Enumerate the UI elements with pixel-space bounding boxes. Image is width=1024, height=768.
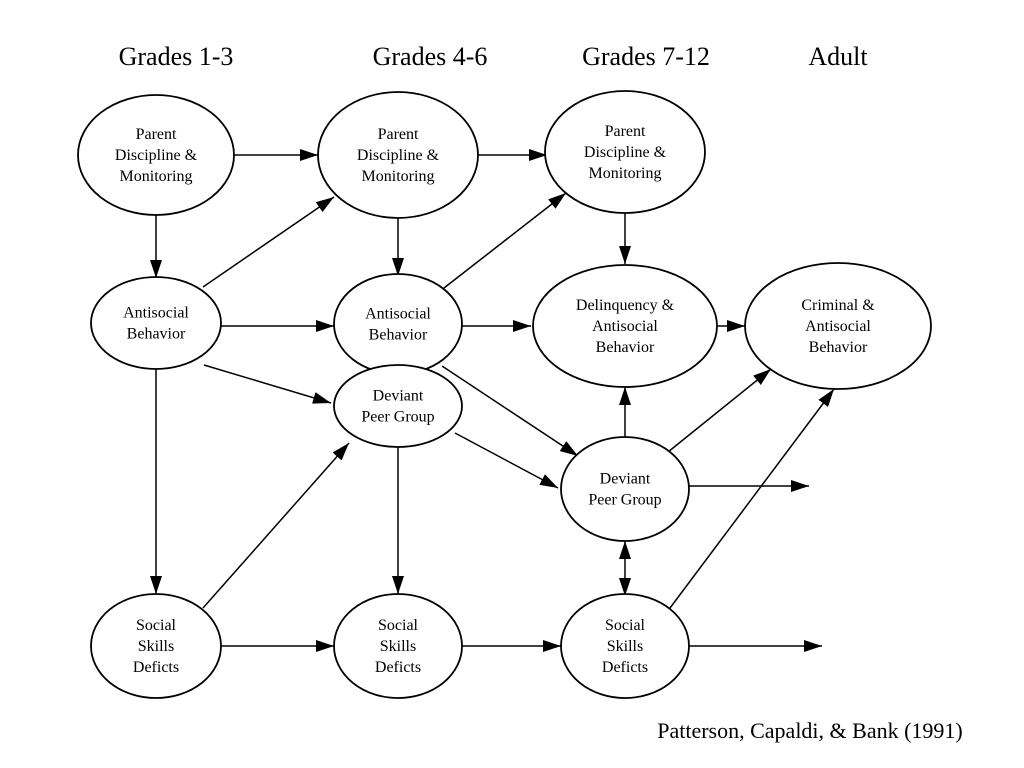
node-label-line: Social bbox=[378, 617, 419, 634]
edge-deviant-g4-to-deviant-g7 bbox=[454, 432, 559, 489]
node-label-line: Behavior bbox=[809, 339, 868, 356]
node-label-line: Discipline & bbox=[357, 147, 440, 164]
node-label-line: Parent bbox=[378, 126, 419, 143]
header-grades-1-3: Grades 1-3 bbox=[119, 42, 234, 71]
node-label-line: Behavior bbox=[596, 339, 655, 356]
node-label-line: Antisocial bbox=[805, 318, 871, 335]
edge-antisocial-g4-to-deviant-g7 bbox=[441, 365, 579, 457]
header-grades-4-6: Grades 4-6 bbox=[373, 42, 488, 71]
node-label-line: Skills bbox=[138, 638, 174, 655]
node-label-line: Peer Group bbox=[588, 492, 661, 509]
edge-antisocial-g1-to-deviant-g4 bbox=[203, 364, 332, 404]
node-label-line: Discipline & bbox=[115, 147, 198, 164]
node-label-line: Criminal & bbox=[801, 297, 875, 314]
node-ellipse bbox=[90, 593, 222, 699]
node-ellipse bbox=[532, 264, 718, 388]
node-ellipse bbox=[333, 364, 463, 448]
node-label-line: Deviant bbox=[600, 471, 651, 488]
node-label-line: Peer Group bbox=[361, 409, 434, 426]
edge-deviant-g7-to-criminal-adult bbox=[667, 368, 772, 453]
node-label-line: Delinquency & bbox=[576, 297, 675, 314]
node-ellipse bbox=[744, 262, 932, 390]
node-label-line: Deficts bbox=[133, 659, 179, 676]
edge-antisocial-g4-to-parent-g7 bbox=[443, 192, 567, 289]
node-ellipse bbox=[544, 90, 706, 214]
node-ellipse bbox=[90, 276, 222, 370]
node-ellipse bbox=[560, 436, 690, 542]
node-label-line: Antisocial bbox=[592, 318, 658, 335]
edge-antisocial-g1-to-parent-g4 bbox=[202, 196, 335, 288]
header-grades-7-12: Grades 7-12 bbox=[582, 42, 710, 71]
node-ellipse bbox=[333, 273, 463, 375]
node-label-line: Behavior bbox=[369, 327, 428, 344]
edge-social-g1-to-deviant-g4 bbox=[202, 442, 350, 609]
node-ellipse bbox=[560, 593, 690, 699]
edge-social-g7-to-criminal-adult bbox=[669, 388, 835, 609]
node-label-line: Behavior bbox=[127, 326, 186, 343]
node-label-line: Deviant bbox=[373, 388, 424, 405]
node-label-line: Social bbox=[605, 617, 646, 634]
node-label-line: Social bbox=[136, 617, 177, 634]
node-ellipse bbox=[317, 91, 479, 219]
node-label-line: Deficts bbox=[602, 659, 648, 676]
node-label-line: Monitoring bbox=[120, 168, 193, 185]
node-label-line: Monitoring bbox=[589, 165, 662, 182]
node-label-line: Deficts bbox=[375, 659, 421, 676]
node-label-line: Discipline & bbox=[584, 144, 667, 161]
node-label-line: Skills bbox=[607, 638, 643, 655]
node-ellipse bbox=[333, 593, 463, 699]
node-label-line: Skills bbox=[380, 638, 416, 655]
node-label-line: Parent bbox=[136, 126, 177, 143]
edges bbox=[150, 149, 835, 652]
node-label-line: Parent bbox=[605, 123, 646, 140]
citation: Patterson, Capaldi, & Bank (1991) bbox=[657, 718, 963, 743]
node-label-line: Antisocial bbox=[365, 306, 431, 323]
node-ellipse bbox=[77, 94, 235, 216]
header-adult: Adult bbox=[808, 42, 868, 71]
node-label-line: Monitoring bbox=[362, 168, 435, 185]
node-label-line: Antisocial bbox=[123, 305, 189, 322]
